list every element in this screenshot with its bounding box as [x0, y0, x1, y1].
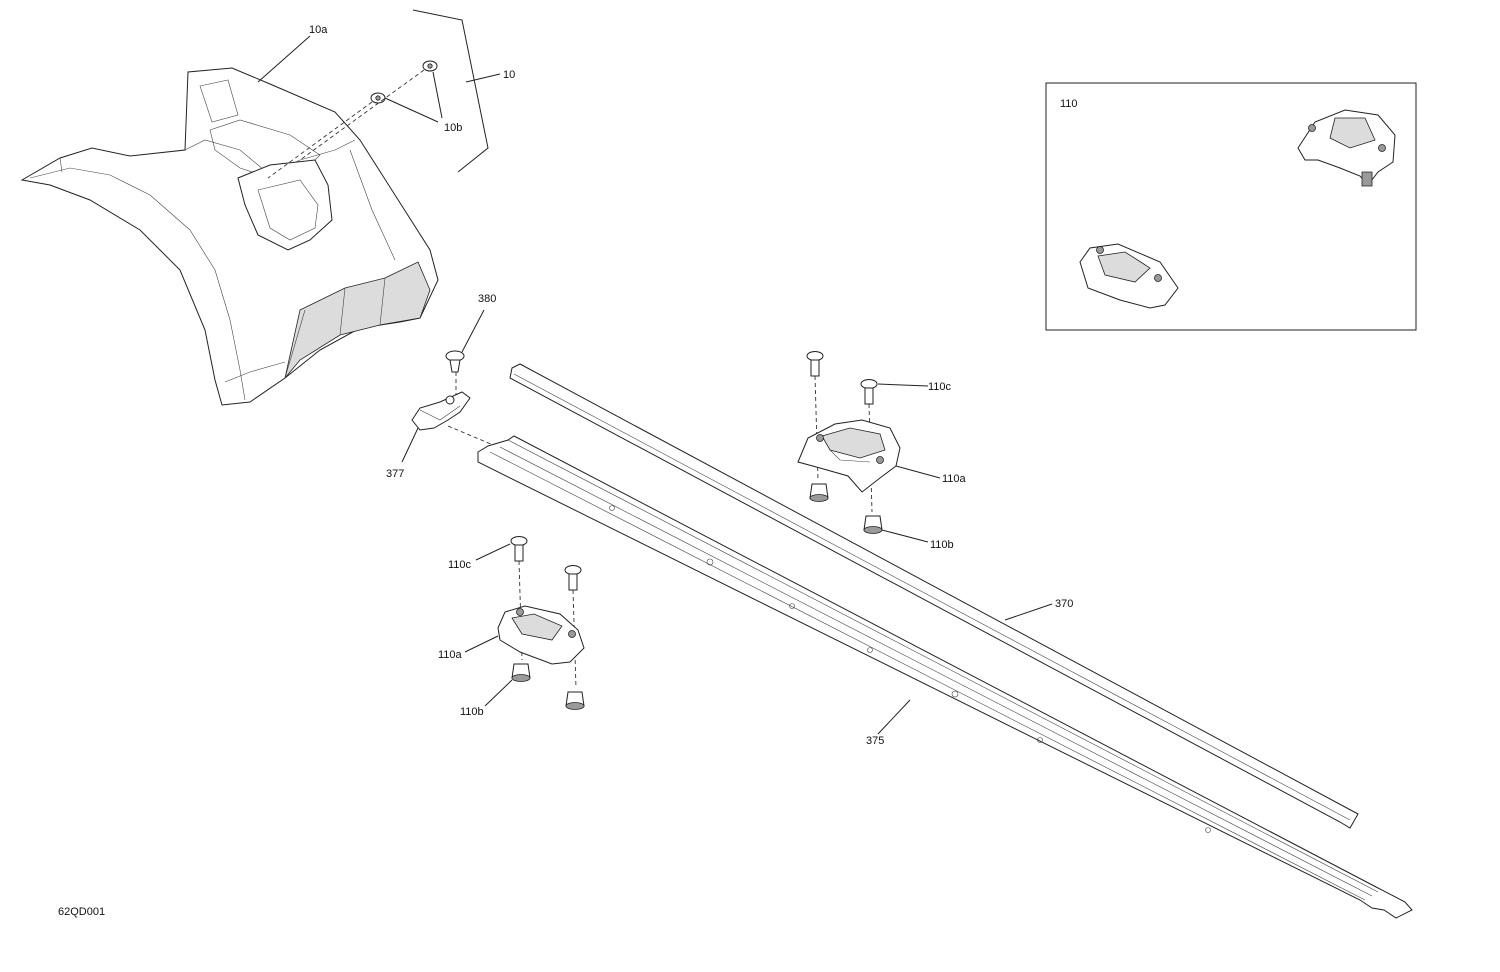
bolt-10b-upper: [422, 60, 438, 72]
rear-cover-panel: [20, 67, 439, 406]
callout-10b: 10b: [444, 122, 462, 134]
nut-110b-bottom-left: [511, 663, 531, 682]
screw-110c-bottom-right: [564, 565, 582, 591]
callout-377: 377: [386, 468, 404, 480]
bolt-10b-lower: [370, 92, 386, 104]
push-rivet-380: [445, 350, 465, 373]
diagram-code: 62QD001: [58, 906, 105, 918]
callout-110b-top: 110b: [930, 539, 954, 551]
callout-10a: 10a: [309, 24, 328, 36]
nut-110b-top-right: [863, 515, 883, 534]
inset-frame: [1045, 82, 1417, 331]
rail-375: [477, 435, 1413, 919]
handle-110a-bottom: [497, 605, 585, 665]
screw-110c-top-right: [860, 379, 878, 405]
callout-10: 10: [503, 69, 515, 81]
handle-110a-top: [797, 419, 901, 493]
callout-110a-bottom: 110a: [438, 649, 463, 661]
callout-110c-top: 110c: [928, 381, 952, 393]
callout-380: 380: [478, 293, 496, 305]
callout-370: 370: [1055, 598, 1073, 610]
callout-110a-top: 110a: [942, 473, 967, 485]
cable-clip-377: [411, 391, 471, 431]
screw-110c-top-left: [806, 351, 824, 377]
callout-375: 375: [866, 735, 884, 747]
screw-110c-bottom-left: [510, 536, 528, 562]
rail-370: [509, 363, 1359, 829]
inset-label-110: 110: [1060, 98, 1078, 110]
callout-110c-bottom: 110c: [448, 559, 472, 571]
nut-110b-bottom-right: [565, 691, 585, 710]
handle-assembly-inset-upper: [1297, 109, 1396, 187]
callout-110b-bottom: 110b: [460, 706, 484, 718]
nut-110b-top-left: [809, 483, 829, 502]
handle-assembly-inset-lower: [1079, 243, 1179, 309]
